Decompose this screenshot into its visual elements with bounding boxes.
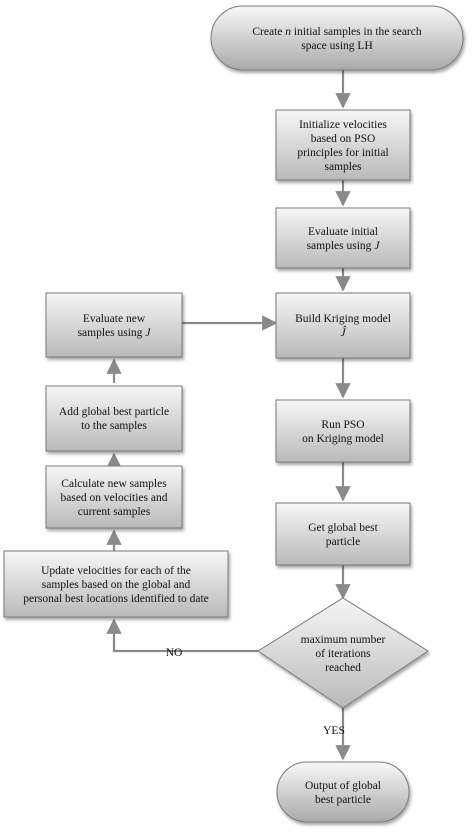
node-label-segment: on Kriging model xyxy=(302,433,384,445)
node-init-velocities xyxy=(275,109,411,181)
label-max-iterations: maximum number of iterations reached xyxy=(301,634,386,674)
label-update-velocities: Update velocities for each of the samples… xyxy=(23,565,209,605)
node-label-segment: to the samples xyxy=(81,420,147,432)
node-label-line: to the samples xyxy=(81,420,147,432)
node-create-samples xyxy=(210,5,464,71)
node-label-segment: space using LH xyxy=(301,40,373,52)
node-label-line: Update velocities for each of the xyxy=(41,565,191,577)
node-label-line: Build Kriging model xyxy=(295,313,391,325)
node-label-segment: initial samples in the search xyxy=(291,26,422,38)
node-output xyxy=(276,761,410,823)
label-evaluate-initial: Evaluate initial samples using J xyxy=(307,226,381,252)
node-label-line: of iterations xyxy=(315,648,371,660)
node-label-segment: samples xyxy=(324,161,362,173)
node-label-segment: Get global best xyxy=(308,522,378,534)
label-init-velocities: Initialize velocities based on PSO princip… xyxy=(297,119,388,173)
node-calc-new-samples xyxy=(45,465,183,529)
node-label-line: Create n initial samples in the search xyxy=(252,26,422,38)
node-label-segment: samples using xyxy=(307,240,375,252)
node-label-segment: based on PSO xyxy=(311,133,376,145)
node-evaluate-initial xyxy=(275,207,411,269)
node-label-line: current samples xyxy=(78,506,151,518)
nodes: Create n initial samples in the search sp… xyxy=(3,5,464,823)
node-get-global-best xyxy=(275,502,411,566)
node-label-line: Calculate new samples xyxy=(61,478,167,490)
node-label-segment: particle xyxy=(326,536,360,548)
edge-label-no: NO xyxy=(166,647,183,659)
node-label-segment: Evaluate initial xyxy=(308,226,378,238)
node-label-segment: Create xyxy=(252,26,285,38)
node-label-line: Add global best particle xyxy=(59,406,169,418)
node-label-segment: Calculate new samples xyxy=(61,478,167,490)
node-label-line: samples xyxy=(324,161,362,173)
node-label-line: Evaluate new xyxy=(83,313,146,325)
node-label-segment: J xyxy=(145,327,151,339)
node-add-global-best xyxy=(45,385,183,452)
node-build-kriging xyxy=(275,292,411,359)
node-label-line: Initialize velocities xyxy=(299,119,387,131)
node-label-segment: Ĵ xyxy=(340,325,346,339)
node-label-line: principles for initial xyxy=(297,147,388,159)
node-label-segment: current samples xyxy=(78,506,151,518)
node-label-line: based on PSO xyxy=(311,133,376,145)
label-evaluate-new: Evaluate new samples using J xyxy=(78,313,152,339)
node-label-segment: Evaluate new xyxy=(83,313,146,325)
node-label-line: samples using J xyxy=(78,327,152,339)
node-label-line: personal best locations identified to da… xyxy=(23,593,209,605)
node-label-segment: reached xyxy=(325,662,361,674)
node-label-segment: maximum number xyxy=(301,634,386,646)
node-label-line: space using LH xyxy=(301,40,373,52)
node-label-segment: samples using xyxy=(78,327,146,339)
edge-label-yes: YES xyxy=(323,725,345,737)
node-label-segment: Output of global xyxy=(305,780,381,792)
edges xyxy=(106,70,351,761)
node-label-segment: best particle xyxy=(315,794,371,806)
label-get-global-best: Get global best particle xyxy=(308,522,378,548)
edge-decision-no-to-update xyxy=(106,618,258,653)
node-label-segment: Build Kriging model xyxy=(295,313,391,325)
label-output: Output of global best particle xyxy=(305,780,381,806)
label-calc-new-samples: Calculate new samples based on velocities… xyxy=(61,478,168,518)
node-label-line: on Kriging model xyxy=(302,433,384,445)
node-label-segment: of iterations xyxy=(315,648,371,660)
node-label-segment: Add global best particle xyxy=(59,406,169,418)
node-label-line: samples based on the global and xyxy=(42,579,191,591)
node-label-segment: Update velocities for each of the xyxy=(41,565,191,577)
node-label-line: Ĵ xyxy=(340,325,346,339)
node-update-velocities xyxy=(3,550,229,618)
node-label-line: Evaluate initial xyxy=(308,226,378,238)
node-label-segment: J xyxy=(374,240,380,252)
node-label-line: based on velocities and xyxy=(61,492,168,504)
node-label-line: particle xyxy=(326,536,360,548)
node-label-line: Output of global xyxy=(305,780,381,792)
label-create-samples: Create n initial samples in the search sp… xyxy=(252,26,422,52)
label-add-global-best: Add global best particle to the samples xyxy=(59,406,169,432)
node-label-line: samples using J xyxy=(307,240,381,252)
node-run-pso xyxy=(275,399,411,463)
node-label-segment: n xyxy=(285,26,291,38)
node-max-iterations-decision xyxy=(257,597,429,709)
node-label-segment: Run PSO xyxy=(321,419,364,431)
node-label-line: best particle xyxy=(315,794,371,806)
node-label-segment: Initialize velocities xyxy=(299,119,387,131)
node-label-segment: principles for initial xyxy=(297,147,388,159)
node-label-line: Get global best xyxy=(308,522,378,534)
node-label-line: Run PSO xyxy=(321,419,364,431)
node-label-line: maximum number xyxy=(301,634,386,646)
node-label-segment: based on velocities and xyxy=(61,492,168,504)
node-label-segment: samples based on the global and xyxy=(42,579,191,591)
node-label-line: reached xyxy=(325,662,361,674)
label-run-pso: Run PSO on Kriging model xyxy=(302,419,384,445)
node-evaluate-new xyxy=(45,292,183,358)
node-label-segment: personal best locations identified to da… xyxy=(23,593,209,605)
